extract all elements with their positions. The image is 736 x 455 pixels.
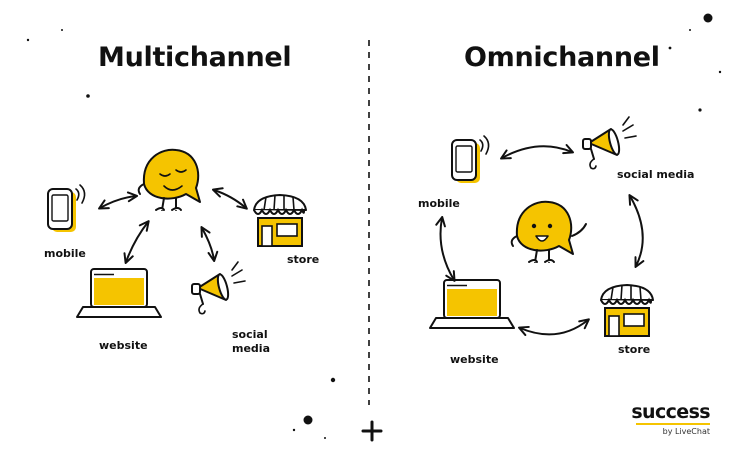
double-arrow-icon [123, 220, 150, 265]
brand-underline [636, 423, 710, 425]
storefront-icon [600, 284, 654, 337]
brand-name: success [631, 401, 710, 423]
mobile-phone-icon [451, 135, 490, 184]
label-store-right: store [618, 343, 651, 356]
label-social-right: social media [617, 168, 695, 181]
laptop-icon [76, 268, 162, 318]
omnichannel-diagram [429, 116, 654, 337]
storefront-icon [253, 194, 307, 247]
double-arrow-icon [435, 215, 456, 282]
speech-bubble-mascot-icon [510, 200, 574, 263]
decor-dots [26, 13, 722, 439]
double-arrow-icon [200, 226, 219, 263]
label-mobile-left: mobile [44, 247, 86, 260]
brand-logo: success by LiveChat [631, 402, 710, 437]
multichannel-diagram [47, 148, 307, 318]
double-arrow-icon [98, 191, 139, 210]
brand-byline: by LiveChat [662, 427, 710, 436]
omnichannel-title: Omnichannel [464, 42, 660, 73]
label-mobile-right: mobile [418, 197, 460, 210]
double-arrow-icon [628, 194, 645, 268]
label-website-left: website [99, 339, 148, 352]
double-arrow-icon [500, 144, 575, 160]
laptop-icon [429, 279, 515, 329]
multichannel-title: Multichannel [98, 42, 292, 73]
plus-icon [361, 420, 383, 442]
label-website-right: website [450, 353, 499, 366]
label-social-left: social media [232, 328, 270, 355]
double-arrow-icon [211, 187, 248, 210]
label-store-left: store [287, 253, 320, 266]
double-arrow-icon [517, 318, 590, 337]
speech-bubble-mascot-icon [137, 148, 201, 211]
mobile-phone-icon [47, 184, 86, 233]
megaphone-icon [191, 261, 246, 315]
megaphone-icon [582, 116, 637, 170]
